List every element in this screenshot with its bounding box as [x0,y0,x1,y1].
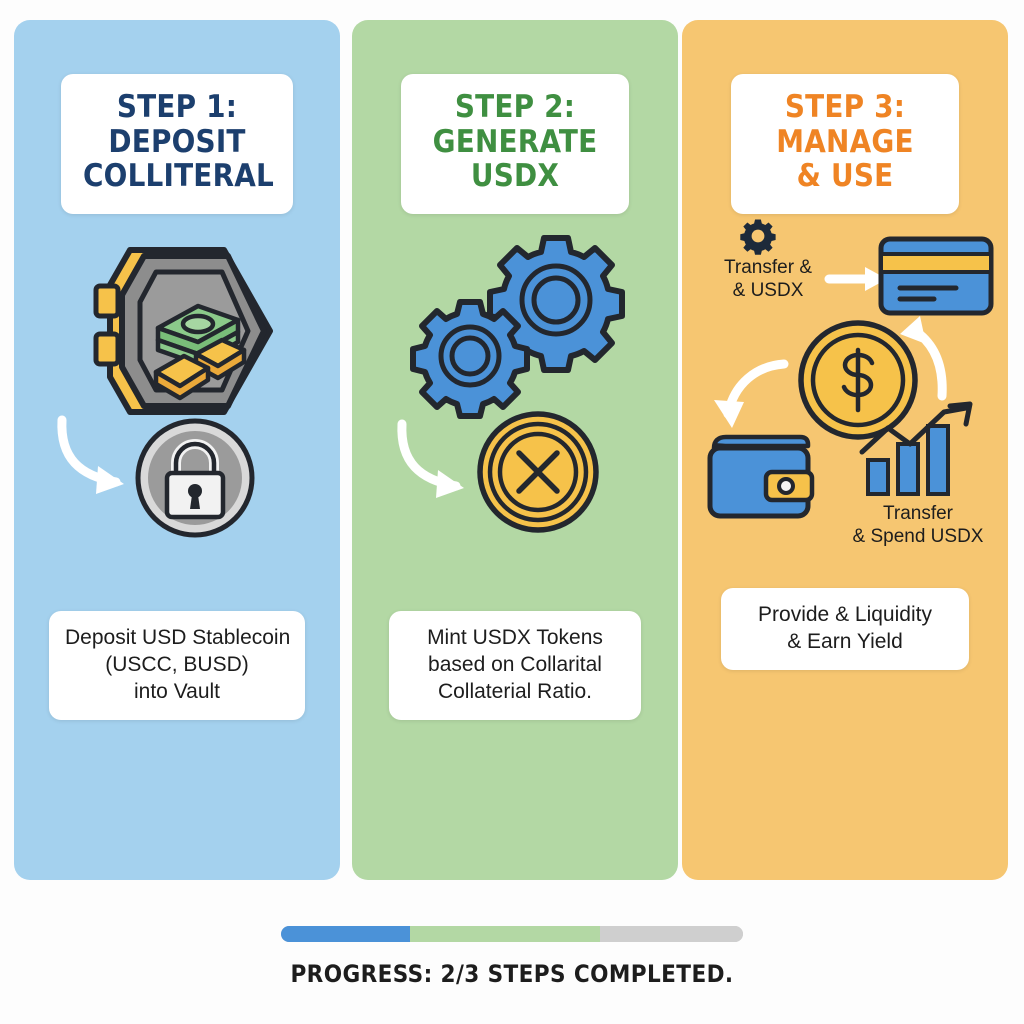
step-2-caption-line-3: Collaterial Ratio. [437,680,593,704]
step-3-artwork: Transfer & & USDX [682,214,1008,588]
step-2-panel[interactable]: STEP 2: GENERATE USDX [352,20,678,880]
transfer-usdx-label-line-2: & USDX [732,280,804,302]
step-1-title-line-1: STEP 1: [116,89,238,125]
step-2-caption-card: Mint USDX Tokens based on Collarital Col… [389,611,641,720]
step-1-caption-card: Deposit USD Stablecoin (USCC, BUSD) into… [49,611,305,720]
step-1-caption-line-1: Deposit USD Stablecoin [65,626,291,650]
growth-chart-icon [859,401,973,497]
step-3-caption-line-1: Provide & Liquidity [758,603,932,627]
steps-container: STEP 1: DEPOSIT COLLITERAL [14,20,1008,880]
step-1-caption-line-3: into Vault [134,680,220,704]
padlock-badge-icon [135,418,255,538]
step-2-title-line-1: STEP 2: [454,89,576,125]
progress-segment-step-1 [281,926,411,942]
gears-icon [410,235,625,420]
transfer-usdx-label-line-1: Transfer & [724,257,812,279]
step-3-title-line-1: STEP 3: [784,89,906,125]
credit-card-icon [878,236,994,316]
progress-segment-remaining [599,926,743,942]
step-3-panel[interactable]: STEP 3: MANAGE & USE Transfer & & USDX [682,20,1008,880]
step-1-caption-line-2: (USCC, BUSD) [105,653,249,677]
step-3-caption-line-2: & Earn Yield [787,630,903,654]
progress-segment-step-2 [410,926,600,942]
progress-bar[interactable] [281,926,743,942]
transfer-usdx-label: Transfer & & USDX [708,256,828,302]
curved-arrow-icon [397,419,464,499]
step-2-title-line-3: USDX [470,158,560,195]
wallet-icon [707,434,815,519]
step-1-artwork [14,214,340,611]
progress-label: PROGRESS: 2/3 STEPS COMPLETED. [290,960,734,988]
step-3-title-line-3: & USE [796,158,894,195]
vault-with-cash-and-gold-icon [93,247,273,416]
step-2-artwork [352,214,678,611]
step-1-title-card: STEP 1: DEPOSIT COLLITERAL [61,74,293,215]
step-3-caption-card: Provide & Liquidity & Earn Yield [721,588,969,670]
usdx-coin-icon [477,411,599,533]
straight-arrow-icon [824,267,887,292]
step-2-caption-line-2: based on Collarital [428,653,602,677]
step-2-title-card: STEP 2: GENERATE USDX [401,74,629,215]
curved-arrow-down-icon [714,359,789,429]
gear-icon [740,219,776,255]
step-1-panel[interactable]: STEP 1: DEPOSIT COLLITERAL [14,20,340,880]
step-3-title-line-2: MANAGE [776,123,914,160]
step-1-title-line-2: DEPOSIT [108,123,246,160]
step-2-title-line-2: GENERATE [432,123,598,160]
step-2-caption-line-1: Mint USDX Tokens [427,626,603,650]
curved-arrow-up-icon [900,316,947,401]
transfer-spend-usdx-label: Transfer & Spend USDX [836,502,1000,548]
step-1-title-line-3: COLLITERAL [83,158,274,195]
transfer-spend-usdx-label-line-2: & Spend USDX [852,526,984,548]
step-3-title-card: STEP 3: MANAGE & USE [731,74,959,215]
dollar-coin-icon [798,320,918,440]
transfer-spend-usdx-label-line-1: Transfer [882,503,954,525]
curved-arrow-icon [57,415,124,495]
progress-area: PROGRESS: 2/3 STEPS COMPLETED. [0,906,1024,988]
